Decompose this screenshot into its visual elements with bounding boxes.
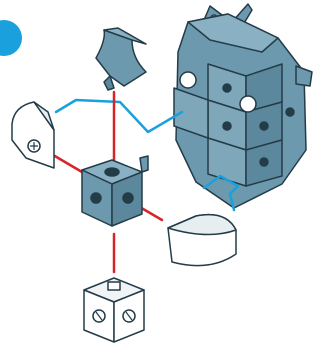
blue-guide-lines	[54, 98, 240, 212]
blue-line-right	[202, 174, 240, 212]
quarter-round-piece	[167, 213, 237, 267]
assembled-model	[173, 3, 313, 209]
slope-piece	[95, 27, 147, 91]
corner-piece	[11, 101, 55, 169]
step-badge	[0, 20, 22, 56]
center-cube	[81, 155, 149, 227]
blue-line-left	[54, 98, 184, 134]
bottom-cube	[83, 277, 145, 343]
